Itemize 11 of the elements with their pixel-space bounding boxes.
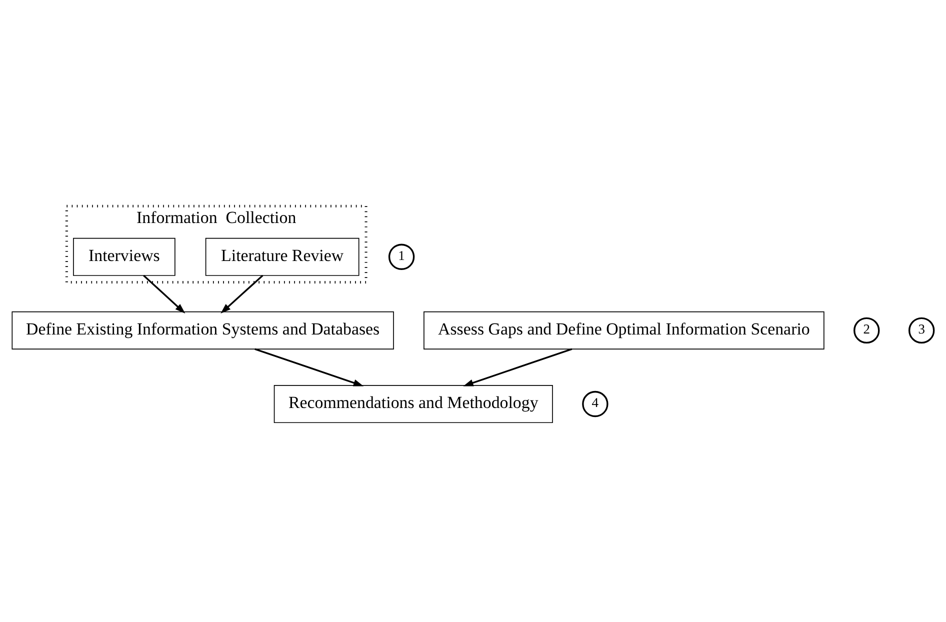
arrow: [463, 348, 572, 386]
node-box: Interviews: [73, 238, 176, 276]
arrow: [254, 348, 364, 386]
node-circle: 4: [582, 390, 608, 418]
node-box: Literature Review: [205, 238, 360, 276]
node-box: Define Existing Information Systems and Databases: [12, 311, 394, 350]
node-circle: 3: [908, 317, 935, 344]
node-circle: 2: [854, 317, 880, 344]
node-box: Recommendations and Methodology: [274, 384, 553, 424]
node-circle: 1: [388, 244, 415, 270]
node-box: Assess Gaps and Define Optimal Information Scenario: [424, 311, 824, 350]
